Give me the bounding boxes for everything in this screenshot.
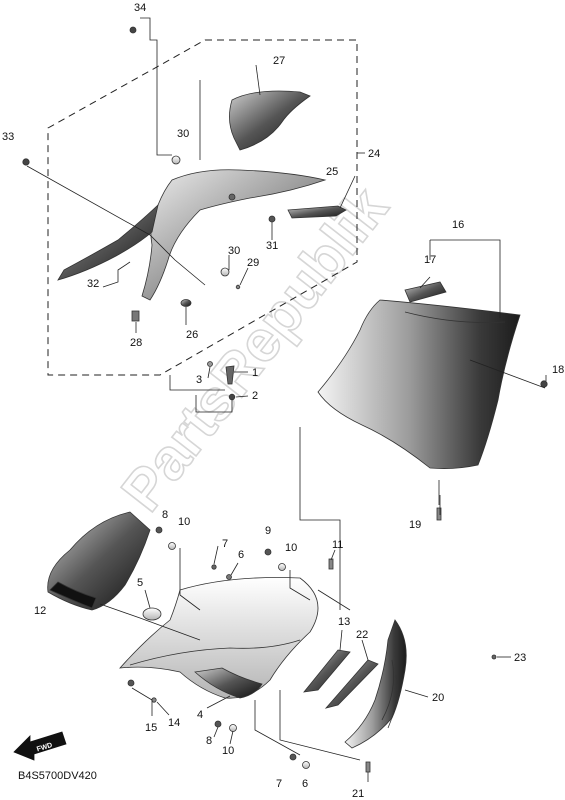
part-28-pad (131, 310, 140, 322)
callout-32: 32 (87, 278, 99, 290)
part-5-grommet (142, 607, 162, 621)
part-16-panel-edge (404, 311, 506, 323)
part-12-duct-mouth (49, 581, 97, 609)
callout-16: 16 (452, 219, 464, 231)
part-18-bolt (540, 380, 548, 388)
part-2-bolt (228, 393, 236, 401)
callout-23: 23 (514, 652, 526, 664)
part-8-nut-b (214, 720, 222, 728)
part-29-clip (235, 284, 241, 290)
callout-29: 29 (247, 257, 259, 269)
callout-13: 13 (338, 616, 350, 628)
callout-9: 9 (265, 525, 271, 537)
part-30-grommet-b (220, 267, 230, 277)
callout-21: 21 (352, 788, 364, 800)
part-7-screw-a (211, 564, 217, 570)
callout-6: 6 (238, 549, 244, 561)
part-6-collar-b (302, 761, 310, 769)
part-23-screw (491, 654, 497, 660)
callout-1: 1 (252, 367, 258, 379)
callout-8: 8 (162, 509, 168, 521)
part-20-cover (344, 619, 407, 749)
callout-7-b: 7 (276, 778, 282, 790)
part-8-nut-a (155, 526, 163, 534)
part-10-washer-b (278, 563, 286, 571)
callout-26: 26 (186, 329, 198, 341)
callout-15: 15 (145, 722, 157, 734)
part-34-screw (129, 26, 137, 34)
part-15-bolt (127, 679, 135, 687)
part-31-nut (268, 215, 276, 223)
part-13-strip (303, 649, 351, 693)
part-6-collar-a (226, 574, 232, 580)
part-11-clip (328, 558, 334, 570)
callout-30: 30 (177, 128, 189, 140)
diagram-code: B4S5700DV420 (18, 770, 97, 782)
callout-6-b: 6 (302, 778, 308, 790)
callout-3: 3 (196, 374, 202, 386)
callout-10-b: 10 (285, 542, 297, 554)
part-bush (228, 193, 236, 201)
callout-19: 19 (409, 519, 421, 531)
part-22-strip (324, 659, 379, 709)
part-7-screw-b (289, 753, 297, 761)
part-33-bolt (22, 158, 30, 166)
part-3-collar (207, 361, 213, 367)
callout-17: 17 (424, 254, 436, 266)
leader-lines (26, 17, 547, 782)
part-16-side-panel (317, 299, 521, 469)
forward-arrow-icon (13, 731, 67, 761)
part-4-lower-panel (119, 577, 319, 699)
part-cowl-arm (57, 203, 159, 281)
callout-20: 20 (432, 692, 444, 704)
part-17-decal (404, 281, 447, 303)
part-14-clip (151, 697, 157, 703)
part-27-cover (229, 90, 311, 151)
callout-10-c: 10 (222, 745, 234, 757)
callout-28: 28 (130, 337, 142, 349)
callout-4: 4 (197, 709, 203, 721)
callout-22: 22 (356, 629, 368, 641)
callout-10: 10 (178, 516, 190, 528)
callout-24: 24 (368, 148, 380, 160)
callout-14: 14 (168, 717, 180, 729)
part-30-grommet-a (171, 155, 181, 165)
callout-2: 2 (252, 390, 258, 402)
part-12-duct (47, 511, 151, 611)
part-21-clip (365, 761, 371, 773)
part-20-cover-ribs (381, 659, 398, 729)
callout-31: 31 (266, 240, 278, 252)
forward-label: FWD (36, 742, 53, 754)
callout-7: 7 (222, 538, 228, 550)
part-4-lower-rim (129, 639, 301, 666)
callout-34: 34 (134, 2, 146, 14)
part-25-strip (287, 205, 347, 219)
part-1-bracket (225, 365, 235, 385)
part-19-clip (436, 507, 442, 521)
callout-25: 25 (326, 166, 338, 178)
callout-18: 18 (552, 364, 564, 376)
part-4-lower-shadow (194, 667, 263, 699)
callout-12: 12 (34, 605, 46, 617)
part-10-washer-c (229, 724, 237, 732)
callout-11: 11 (332, 539, 343, 551)
part-9-nut (264, 548, 272, 556)
callout-8-b: 8 (206, 735, 212, 747)
callout-5: 5 (137, 577, 143, 589)
callout-27: 27 (273, 55, 285, 67)
assembly-boundary (47, 39, 358, 376)
callout-33: 33 (2, 131, 14, 143)
callout-30-b: 30 (228, 245, 240, 257)
part-26-damper (180, 299, 192, 307)
part-10-washer-a (168, 542, 176, 550)
forward-arrow: FWD (13, 731, 67, 761)
